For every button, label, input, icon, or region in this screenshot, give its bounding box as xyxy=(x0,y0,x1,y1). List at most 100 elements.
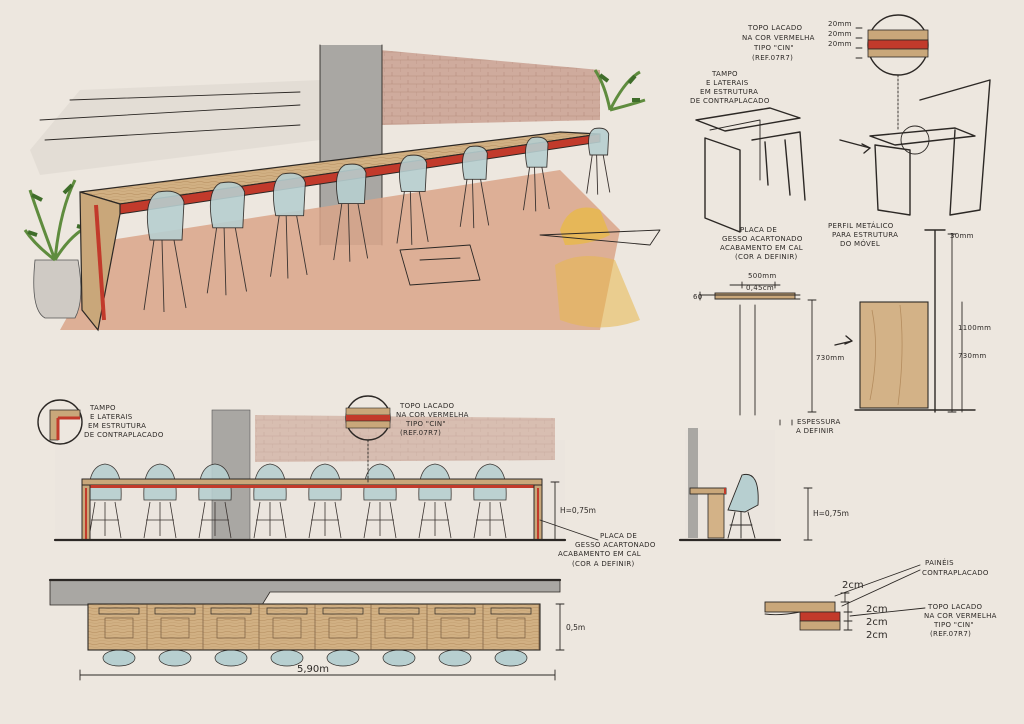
section-dim-730: 730mm xyxy=(816,354,845,362)
exploded-tampo-1: TAMPO xyxy=(711,70,738,78)
exploded-tampo-2: E LATERAIS xyxy=(706,79,749,87)
elev-placa-3: ACABAMENTO EM CAL xyxy=(558,550,641,558)
detail-bottom-panel xyxy=(799,620,841,631)
elev-placa-2: GESSO ACARTONADO xyxy=(575,541,656,549)
elev-placa-4: (COR A DEFINIR) xyxy=(572,560,635,568)
plan-workstation xyxy=(266,604,316,650)
detail-top-panel xyxy=(764,601,836,613)
plan-view xyxy=(48,578,565,681)
exploded-perfil-3: DO MÓVEL xyxy=(840,239,880,248)
detail-dim-top: 2cm xyxy=(842,580,864,591)
plan-workstation xyxy=(378,604,428,650)
layer-detail xyxy=(764,564,926,631)
exploded-tampo-3: EM ESTRUTURA xyxy=(700,88,758,96)
exploded-thickness-2: 20mm xyxy=(828,30,852,38)
section-elevation-wood xyxy=(859,301,929,409)
perspective-chairs xyxy=(143,127,611,313)
elev-top-1: TOPO LACADO xyxy=(399,402,455,410)
side-panel xyxy=(704,137,741,233)
perspective-chair xyxy=(523,136,550,212)
plan-seat xyxy=(158,649,192,667)
section-dim-1100: 1100mm xyxy=(958,324,991,332)
perspective-chair xyxy=(459,145,490,229)
plan-seat xyxy=(382,649,416,667)
plan-workstation xyxy=(322,604,372,650)
plan-seat xyxy=(326,649,360,667)
perspective-chair xyxy=(396,154,429,245)
perspective-chair xyxy=(586,127,611,195)
side-view xyxy=(678,428,813,542)
plan-workstations xyxy=(98,604,540,650)
elev-top-2: NA COR VERMELHA xyxy=(396,411,469,419)
exploded-thickness-1: 20mm xyxy=(828,20,852,28)
perspective-chair xyxy=(143,190,187,313)
exploded-tampo-4: DE CONTRAPLACADO xyxy=(690,97,770,105)
plan-seats xyxy=(102,649,528,667)
assembled-top xyxy=(869,127,976,146)
brick-wall xyxy=(380,50,600,125)
elev-top-3: TIPO "CIN" xyxy=(405,420,446,428)
exploded-top-note-3: TIPO "CIN" xyxy=(753,44,794,52)
plan-workstation xyxy=(490,604,540,650)
exploded-view xyxy=(695,14,991,233)
exploded-placa-4: (COR A DEFINIR) xyxy=(735,253,798,261)
section-dim-500: 500mm xyxy=(748,272,777,280)
section-espessura-2: A DEFINIR xyxy=(796,427,834,435)
perspective-chair xyxy=(333,163,369,262)
detail-topo-4: (REF.07R7) xyxy=(930,630,971,638)
detail-dim-c: 2cm xyxy=(866,630,888,641)
back-wall xyxy=(30,80,320,175)
elev-tampo-3: EM ESTRUTURA xyxy=(88,422,146,430)
elev-tampo-1: TAMPO xyxy=(89,404,116,412)
plan-workstation xyxy=(98,604,148,650)
tampo-top xyxy=(695,107,801,132)
section-dim-30: 30mm xyxy=(950,232,974,240)
plan-workstation xyxy=(434,604,484,650)
plan-length: 5,90m xyxy=(297,664,329,675)
plan-seat xyxy=(494,649,528,667)
plan-workstation xyxy=(210,604,260,650)
exploded-perfil-1: PERFIL METÁLICO xyxy=(828,221,894,230)
plan-depth: 0,5m xyxy=(566,623,585,632)
exploded-perfil-2: PARA ESTRUTURA xyxy=(832,231,898,239)
exploded-top-note-2: NA COR VERMELHA xyxy=(742,34,815,42)
side-chair xyxy=(727,473,759,513)
detail-dim-a: 2cm xyxy=(866,604,888,615)
annotation-labels: TOPO LACADO NA COR VERMELHA TIPO "CIN" (… xyxy=(84,20,997,675)
detail-paineis-1: PAINÉIS xyxy=(925,558,954,567)
front-elevation xyxy=(37,395,599,542)
floor xyxy=(60,170,620,330)
yellow-chair xyxy=(560,207,610,245)
elev-tampo-4: DE CONTRAPLACADO xyxy=(84,431,164,439)
section-espessura-1: ESPESSURA xyxy=(797,418,841,426)
exploded-placa-1: PLACA DE xyxy=(740,226,777,234)
plant-right xyxy=(593,69,646,112)
section-drawing xyxy=(699,229,976,426)
plan-seat xyxy=(438,649,472,667)
metal-profile xyxy=(751,131,806,201)
perspective-chair xyxy=(206,181,247,296)
perspective-view xyxy=(23,44,661,332)
exploded-thickness-3: 20mm xyxy=(828,40,852,48)
exploded-placa-3: ACABAMENTO EM CAL xyxy=(720,244,803,252)
detail-topo-3: TIPO "CIN" xyxy=(933,621,974,629)
detail-paineis-2: CONTRAPLACADO xyxy=(922,569,989,577)
elevation-brick xyxy=(255,415,555,462)
section-dim-730b: 730mm xyxy=(958,352,987,360)
side-height: H=0,75m xyxy=(813,509,849,518)
elev-placa-1: PLACA DE xyxy=(600,532,637,540)
section-dim-60: 60 xyxy=(693,293,703,301)
plan-workstation xyxy=(154,604,204,650)
section-dim-450: 0,45cm xyxy=(746,284,774,292)
perspective-chair xyxy=(270,172,308,279)
plan-tabletop xyxy=(87,603,541,651)
exploded-top-note-4: (REF.07R7) xyxy=(752,54,793,62)
plan-seat xyxy=(214,649,248,667)
plant-left xyxy=(23,179,91,319)
detail-dim-b: 2cm xyxy=(866,617,888,628)
elev-tampo-2: E LATERAIS xyxy=(90,413,133,421)
detail-topo-1: TOPO LACADO xyxy=(927,603,983,611)
elevation-detail-left xyxy=(37,399,83,445)
detail-topo-2: NA COR VERMELHA xyxy=(924,612,997,620)
